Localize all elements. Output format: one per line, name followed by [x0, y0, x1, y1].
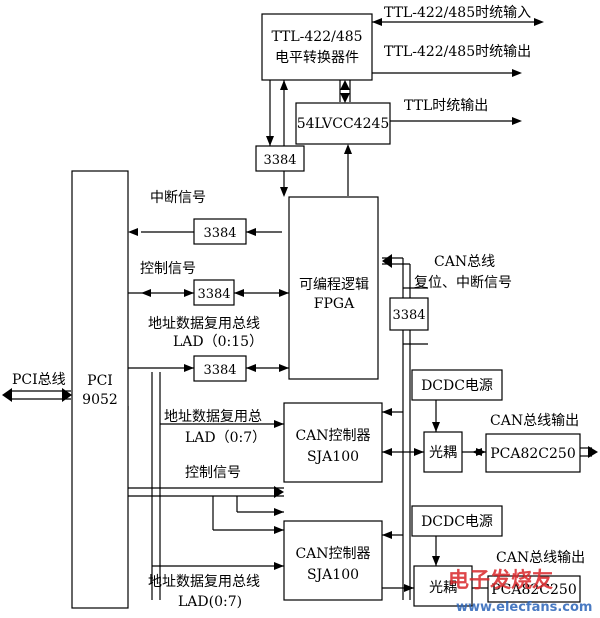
can-ctrl-1-line1: CAN控制器: [295, 428, 370, 444]
block-can-controller-1: CAN控制器 SJA100: [283, 402, 383, 483]
opto-2-label: 光耦: [429, 580, 457, 596]
watermark-logo: 电子发烧友 www.elecfans.com: [448, 568, 592, 615]
block-dcdc-1: DCDC电源: [411, 369, 503, 401]
block-transceiver-1: PCA82C250: [485, 433, 581, 473]
block-optocoupler-2: 光耦: [413, 565, 473, 607]
label-lad-bus-2-line1: 地址数据复用总: [164, 408, 262, 425]
block-54lvcc4245: 54LVCC4245: [295, 102, 391, 145]
label-can-bus-line1: CAN总线: [434, 254, 495, 270]
opto-1-label: 光耦: [429, 445, 457, 461]
ttl-converter-line2: 电平转换器件: [275, 49, 359, 66]
block-ttl-converter: TTL-422/485 电平转换器件: [261, 13, 373, 81]
ttl-converter-line1: TTL-422/485: [271, 29, 362, 45]
can-ctrl-2-line1: CAN控制器: [295, 546, 370, 562]
block-pci-9052: PCI 9052: [71, 170, 129, 609]
block-3384-interrupt: 3384: [193, 218, 247, 245]
buf-ctrl-label: 3384: [197, 287, 230, 302]
can-ctrl-1-line2: SJA100: [307, 449, 359, 465]
block-3384-control: 3384: [193, 279, 235, 306]
label-pci-bus: PCI总线: [12, 372, 66, 388]
fpga-line2: FPGA: [314, 296, 355, 312]
label-control-signal-2: 控制信号: [185, 465, 241, 481]
block-3384-top: 3384: [255, 145, 305, 172]
label-interrupt-signal: 中断信号: [150, 190, 206, 206]
block-dcdc-2: DCDC电源: [411, 505, 503, 537]
fpga-line1: 可编程逻辑: [299, 277, 369, 293]
pci-9052-line2: 9052: [82, 392, 118, 408]
label-can-bus-line2: 复位、中断信号: [414, 274, 512, 291]
dcdc-1-label: DCDC电源: [421, 378, 493, 394]
lvcc-label: 54LVCC4245: [297, 116, 390, 132]
label-lad-bus-1-line1: 地址数据复用总线: [148, 315, 260, 332]
transceiver-1-label: PCA82C250: [490, 446, 576, 462]
block-transceiver-2: PCA82C250: [487, 575, 581, 603]
label-control-signal-1: 控制信号: [140, 261, 196, 277]
block-fpga: 可编程逻辑 FPGA: [288, 196, 379, 380]
buf-can-label: 3384: [392, 308, 425, 323]
label-ttl-out: TTL-422/485时统输出: [384, 44, 531, 60]
buf-top-label: 3384: [263, 153, 296, 168]
block-3384-can: 3384: [389, 297, 429, 331]
block-3384-lad: 3384: [193, 355, 247, 382]
label-lad-bus-2-line2: LAD（0:7）: [185, 430, 266, 446]
transceiver-2-label: PCA82C250: [491, 582, 577, 598]
label-lad-bus-3-line2: LAD(0:7): [178, 594, 242, 610]
label-ttl-in: TTL-422/485时统输入: [384, 5, 531, 21]
buf-lad-label: 3384: [203, 363, 236, 378]
watermark-line2: www.elecfans.com: [456, 600, 592, 615]
block-can-controller-2: CAN控制器 SJA100: [283, 520, 383, 601]
block-optocoupler-1: 光耦: [423, 431, 463, 473]
pci-9052-line1: PCI: [87, 373, 113, 389]
buf-int-label: 3384: [203, 226, 236, 241]
arrowheads: [2, 18, 598, 592]
label-ttl-clock-out: TTL时统输出: [404, 98, 488, 114]
label-lad-bus-3-line1: 地址数据复用总线: [148, 573, 260, 590]
watermark-line1: 电子发烧友: [448, 568, 553, 592]
label-lad-bus-1-line2: LAD（0:15）: [173, 334, 263, 350]
signal-labels: TTL-422/485时统输入 TTL-422/485时统输出 TTL时统输出 …: [12, 5, 585, 610]
label-can-out-2: CAN总线输出: [496, 550, 585, 566]
dcdc-2-label: DCDC电源: [421, 514, 493, 530]
label-can-out-1: CAN总线输出: [490, 413, 579, 429]
can-ctrl-2-line2: SJA100: [307, 567, 359, 583]
